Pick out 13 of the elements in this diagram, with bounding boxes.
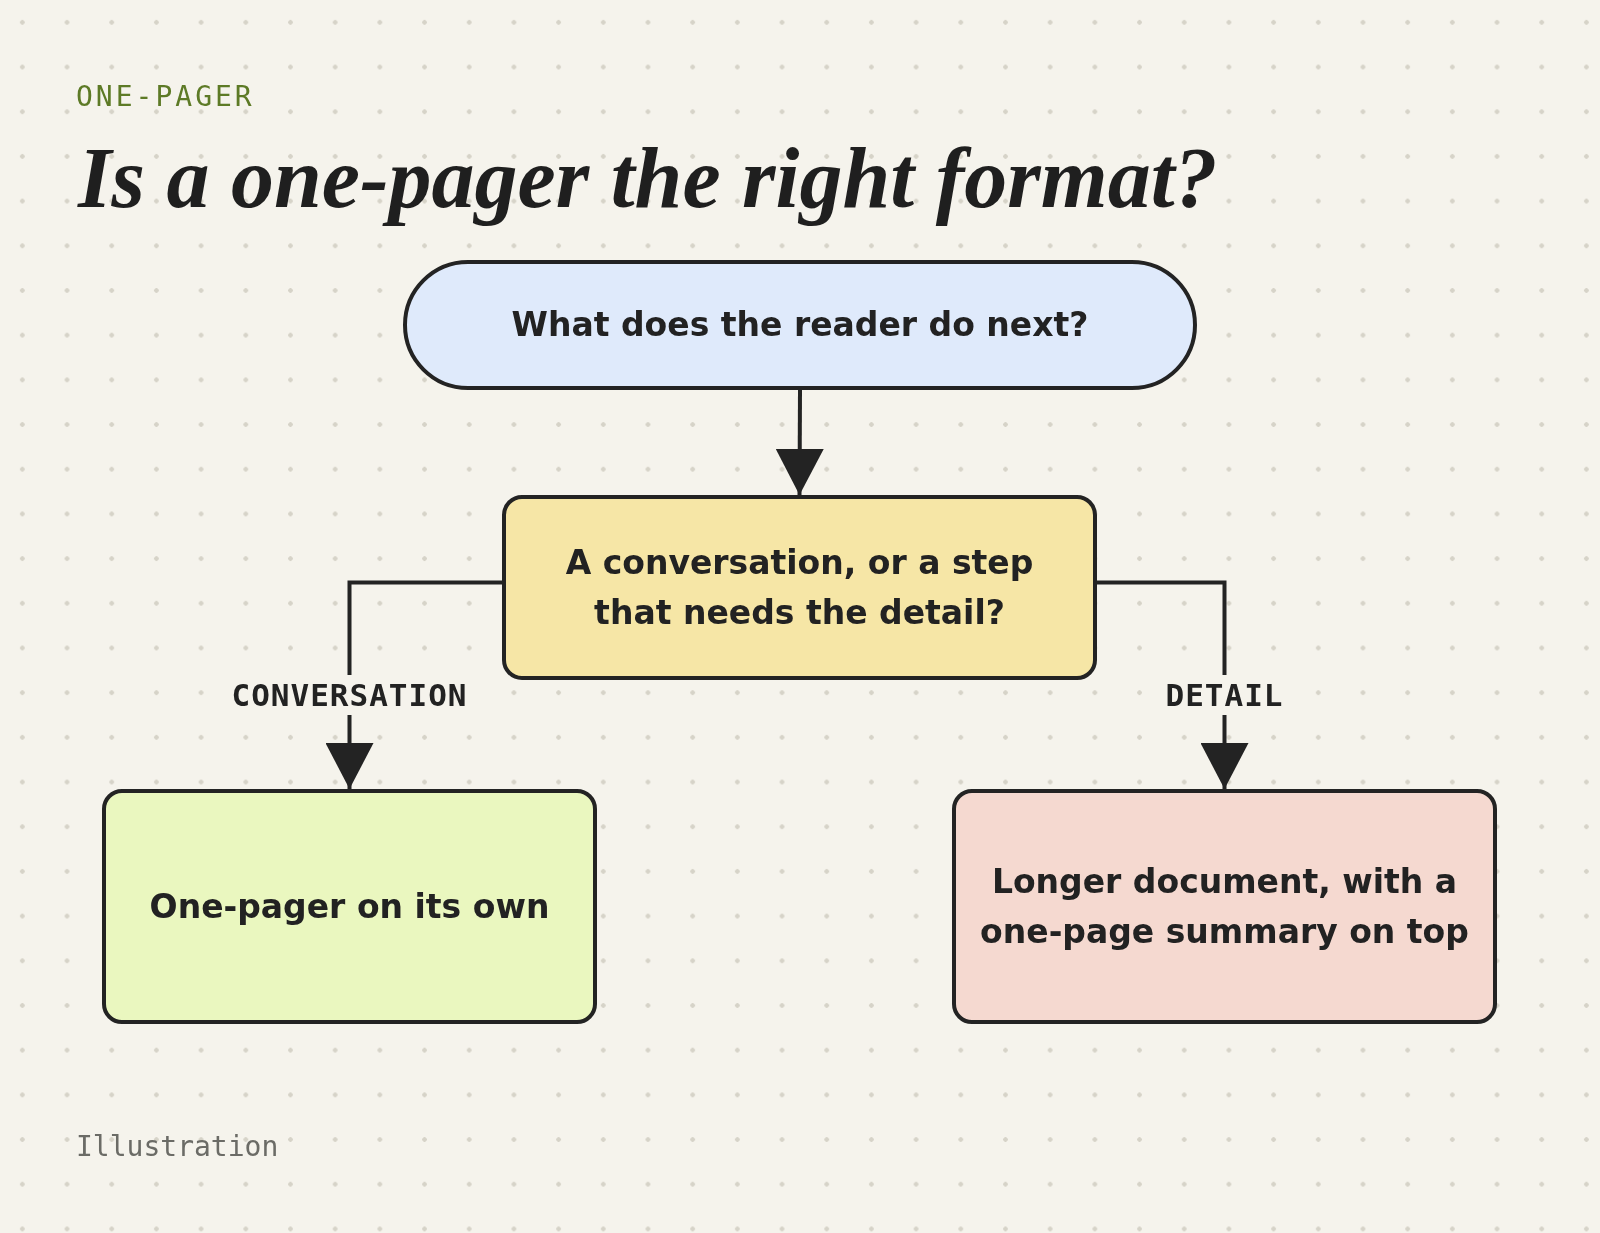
arrow [775, 390, 824, 495]
node-text: What does the reader do next? [510, 304, 1090, 347]
arrow [325, 580, 502, 789]
footer-label: Illustration [76, 1130, 279, 1163]
outcome-box [952, 789, 1497, 1024]
node-text: One-pager on its own [148, 885, 551, 928]
node-text: A conversation, or a step that needs the detail? [564, 542, 1035, 634]
arrow [1097, 580, 1249, 789]
decision-box [502, 495, 1097, 680]
kicker-label: ONE-PAGER [76, 80, 255, 113]
outcome-box [102, 789, 597, 1024]
title: Is a one-pager the right format? [78, 129, 1218, 228]
node-text: Longer document, with a one-page summary on top [979, 861, 1470, 953]
